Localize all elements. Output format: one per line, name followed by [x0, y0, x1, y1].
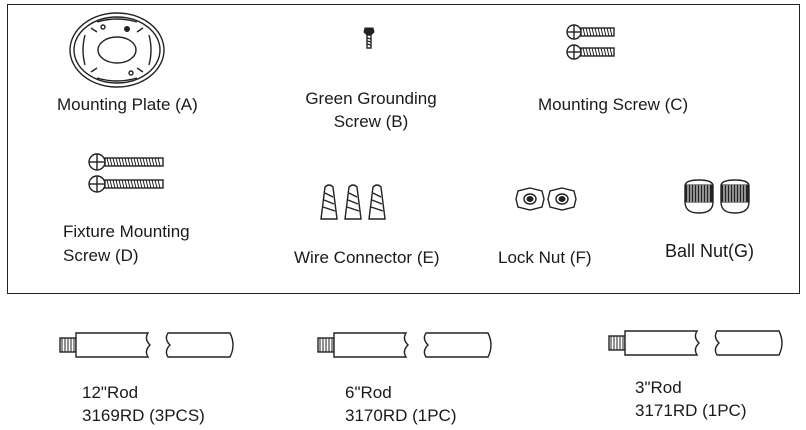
- fixture-mounting-screw-label: Fixture Mounting Screw (D): [63, 221, 190, 266]
- grounding-screw-label-line1: Green Grounding: [305, 89, 437, 108]
- rod-3-code: 3171RD (1PC): [635, 401, 747, 420]
- rod-12-illustration: [59, 332, 234, 358]
- lock-nut-icon: [515, 187, 577, 211]
- parts-box: [7, 4, 800, 294]
- mounting-plate-label: Mounting Plate (A): [57, 95, 198, 114]
- rod-12-length: 12"Rod: [82, 383, 139, 402]
- rod-12-code: 3169RD (3PCS): [82, 406, 205, 425]
- lock-nut-label: Lock Nut (F): [498, 248, 592, 267]
- rod-6-length: 6"Rod: [345, 383, 392, 402]
- ball-nut-label: Ball Nut(G): [665, 241, 755, 261]
- ball-nut-icon: [684, 179, 750, 214]
- grounding-screw-label: Green Grounding Screw (B): [296, 88, 446, 132]
- rod-3-illustration: [608, 330, 783, 356]
- wire-connector-label: Wire Connector (E): [294, 248, 440, 267]
- grounding-screw-label-line2: Screw (B): [333, 112, 409, 131]
- fixture-mounting-screw-icon: [88, 153, 164, 193]
- rod-3-length: 3"Rod: [635, 378, 682, 397]
- fixture-mounting-screw-label-line2: Screw (D): [63, 246, 139, 265]
- mounting-screw-label: Mounting Screw (C): [538, 95, 689, 114]
- wire-connector-icon: [320, 184, 386, 220]
- rod-6-illustration: [317, 332, 492, 358]
- grounding-screw-icon: [363, 27, 375, 49]
- fixture-mounting-screw-label-line1: Fixture Mounting: [63, 222, 190, 241]
- mounting-plate-illustration: [69, 12, 165, 88]
- mounting-screw-icon: [566, 24, 615, 60]
- rod-6-code: 3170RD (1PC): [345, 406, 457, 425]
